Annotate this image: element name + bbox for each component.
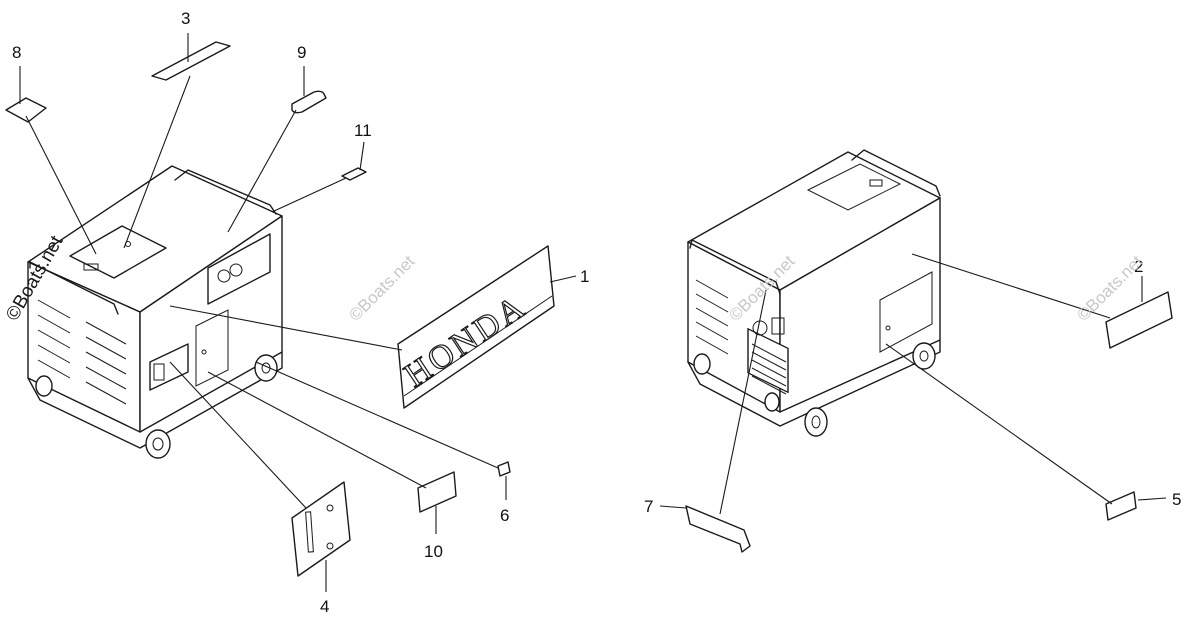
grille-left xyxy=(37,299,127,405)
decal-8 xyxy=(5,97,47,123)
decal-3 xyxy=(151,41,231,81)
decal-7 xyxy=(685,505,751,553)
callout-3: 3 xyxy=(181,9,190,28)
callout-1: 1 xyxy=(580,267,589,286)
decal-6 xyxy=(497,461,511,477)
callout-10: 10 xyxy=(424,542,443,561)
callout-4: 4 xyxy=(320,597,329,616)
callout-2: 2 xyxy=(1134,257,1143,276)
callout-6: 6 xyxy=(500,506,509,525)
decal-11 xyxy=(341,167,367,181)
callout-9: 9 xyxy=(297,43,306,62)
decal-10 xyxy=(417,471,457,513)
leader-lines xyxy=(19,33,1167,592)
grille-right xyxy=(695,279,729,355)
callout-8: 8 xyxy=(12,43,21,62)
decal-2 xyxy=(1105,291,1173,349)
callout-7: 7 xyxy=(644,497,653,516)
generator-left xyxy=(27,165,283,459)
decal-1-honda: HONDA xyxy=(397,245,555,409)
generator-right xyxy=(687,149,941,437)
decal-4 xyxy=(291,481,351,577)
callout-5: 5 xyxy=(1172,490,1181,509)
callout-11: 11 xyxy=(354,121,372,140)
watermark-1: ©Boats.net xyxy=(345,252,418,325)
decal-9 xyxy=(291,90,327,114)
decal-5 xyxy=(1105,491,1137,521)
